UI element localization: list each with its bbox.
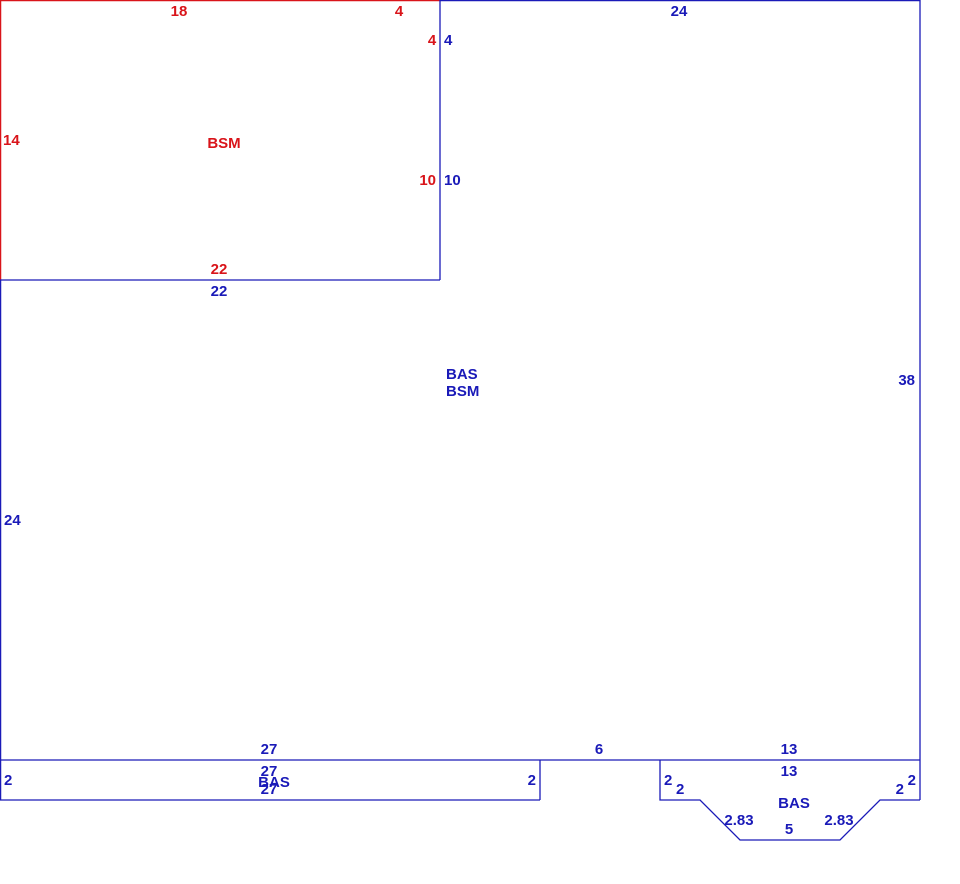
main-dim-right: 38 bbox=[898, 372, 915, 389]
bsm-dim-top-right: 4 bbox=[395, 3, 404, 20]
bay-dim-left-inner: 2 bbox=[676, 781, 684, 798]
main-dim-notch-bottom: 22 bbox=[211, 283, 228, 300]
main-dim-notch-right: 10 bbox=[444, 172, 461, 189]
main-dim-left: 24 bbox=[4, 512, 21, 529]
bump-dim-left: 2 bbox=[4, 772, 12, 789]
bay-dim-diag-right: 2.83 bbox=[824, 812, 853, 829]
main-area-label-bas: BAS bbox=[446, 366, 478, 383]
bay-right-outline bbox=[659, 760, 920, 841]
bsm-dim-top-left: 18 bbox=[171, 3, 188, 20]
main-outline bbox=[0, 0, 921, 800]
bsm-outline bbox=[0, 0, 440, 280]
bsm-dim-right: 10 bbox=[419, 172, 436, 189]
bsm-dim-bottom: 22 bbox=[211, 261, 228, 278]
bay-dim-top: 13 bbox=[781, 763, 798, 780]
main-dim-bottom-right: 13 bbox=[781, 741, 798, 758]
bump-dim-top: 27 bbox=[261, 763, 278, 780]
bump-dim-right: 2 bbox=[528, 772, 536, 789]
main-area-label-bsm: BSM bbox=[446, 383, 479, 400]
bay-area-label: BAS bbox=[778, 795, 810, 812]
main-dim-notch-side: 4 bbox=[444, 32, 453, 49]
bsm-dim-left: 14 bbox=[3, 132, 20, 149]
bay-dim-bottom: 5 bbox=[785, 821, 793, 838]
main-dim-bottom-mid: 6 bbox=[595, 741, 603, 758]
main-dim-bottom-left: 27 bbox=[261, 741, 278, 758]
bay-dim-diag-left: 2.83 bbox=[724, 812, 753, 829]
bay-dim-right-outer: 2 bbox=[908, 772, 916, 789]
bump-left-outline bbox=[0, 760, 541, 801]
main-dim-top: 24 bbox=[671, 3, 688, 20]
bump-area-label: BAS bbox=[258, 774, 290, 791]
bsm-dim-notch-side: 4 bbox=[428, 32, 437, 49]
bump-dim-bottom: 27 bbox=[261, 781, 278, 798]
bsm-area-label: BSM bbox=[207, 135, 240, 152]
bay-dim-left-outer: 2 bbox=[664, 772, 672, 789]
bay-dim-right-inner: 2 bbox=[896, 781, 904, 798]
